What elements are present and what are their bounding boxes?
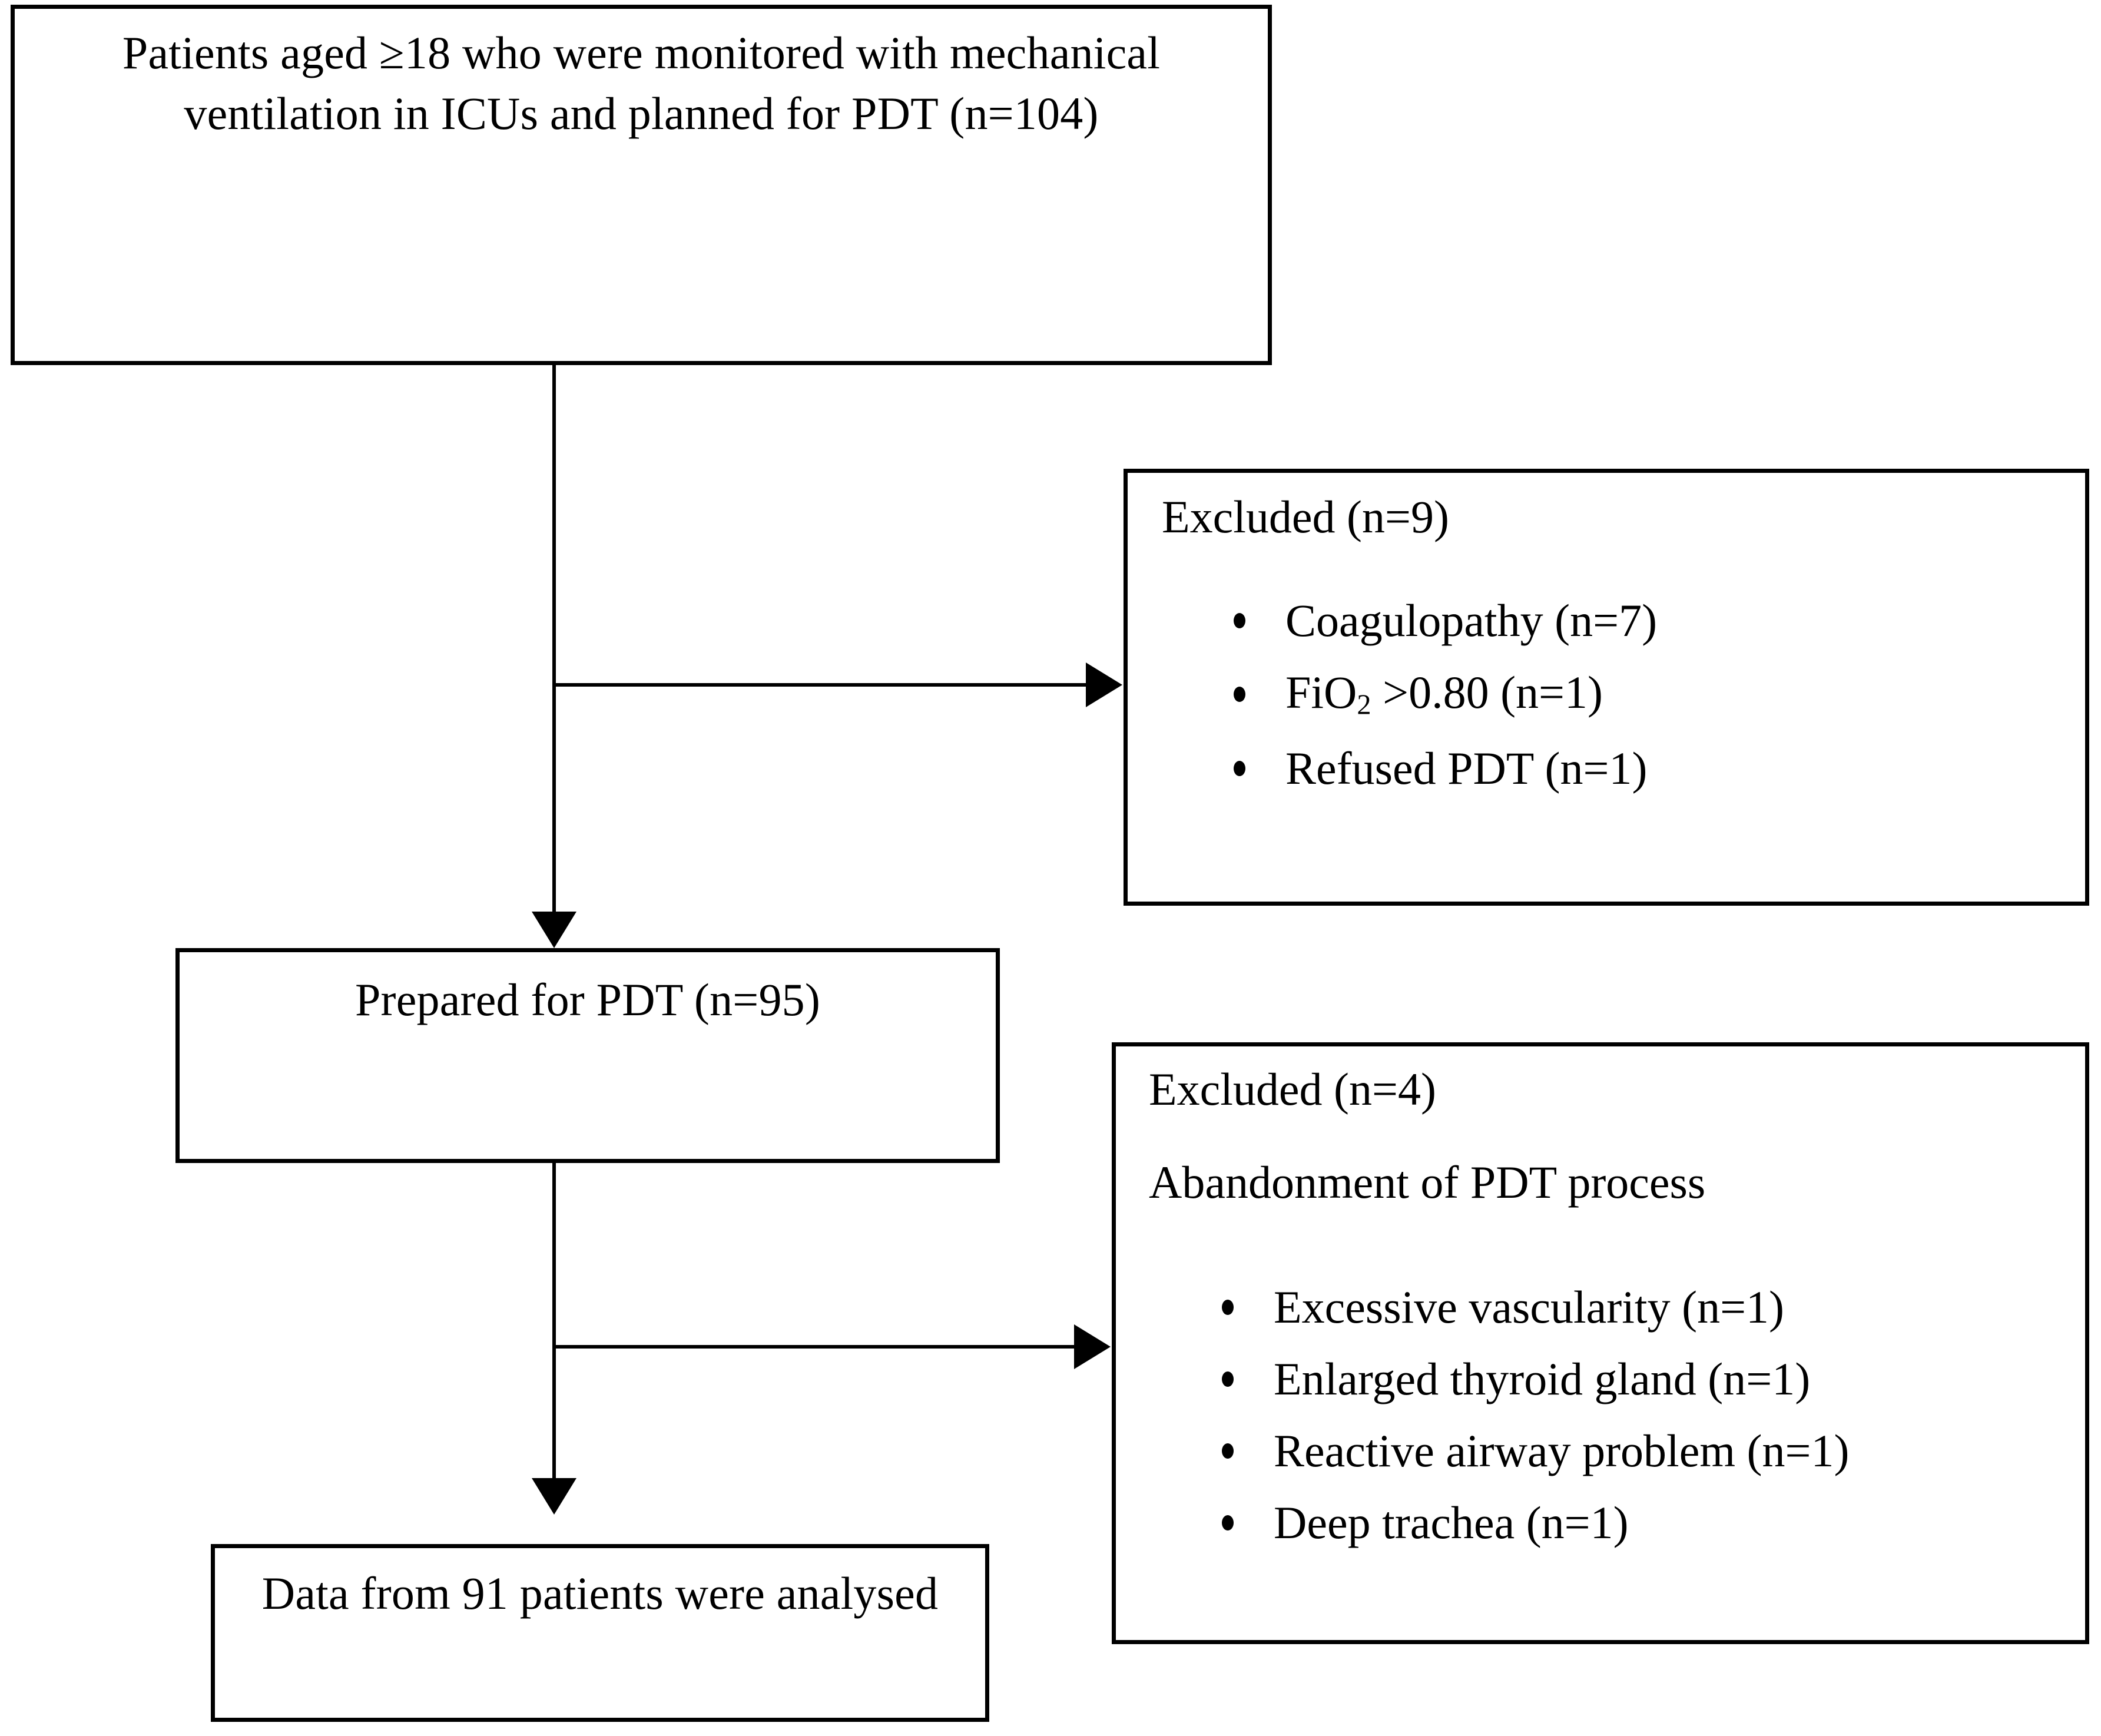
excluded-1-item-label: Refused PDT (n=1)	[1285, 742, 1648, 794]
bullet-icon	[1234, 613, 1245, 628]
excluded-1-box: Excluded (n=9) Coagulopathy (n=7) FiO2 >…	[1124, 469, 2089, 906]
excluded-1-item-label-suffix: >0.80 (n=1)	[1371, 667, 1603, 718]
connector-prepared-to-analysed-arrowhead	[532, 1478, 576, 1515]
excluded-1-item-label-subscript: 2	[1357, 689, 1371, 721]
node-enrolled-box: Patients aged ≥18 who were monitored wit…	[11, 5, 1272, 365]
excluded-2-item-label: Deep trachea (n=1)	[1274, 1497, 1629, 1548]
connector-prepared-to-excluded2-line	[552, 1345, 1075, 1349]
list-item: Enlarged thyroid gland (n=1)	[1222, 1353, 1849, 1404]
list-item: Coagulopathy (n=7)	[1234, 595, 1658, 646]
node-prepared-box: Prepared for PDT (n=95)	[175, 948, 1000, 1163]
excluded-1-item-label: Coagulopathy (n=7)	[1285, 595, 1658, 646]
bullet-icon	[1234, 760, 1245, 776]
excluded-2-item-label: Reactive airway problem (n=1)	[1274, 1425, 1850, 1476]
connector-enrolled-to-excluded1-line	[552, 683, 1087, 687]
excluded-2-header: Excluded (n=4)	[1149, 1064, 1436, 1115]
excluded-2-item-label: Enlarged thyroid gland (n=1)	[1274, 1353, 1811, 1404]
bullet-icon	[1234, 687, 1245, 703]
list-item: Deep trachea (n=1)	[1222, 1497, 1849, 1548]
bullet-icon	[1222, 1515, 1234, 1530]
node-prepared-label: Prepared for PDT (n=95)	[354, 974, 821, 1025]
connector-prepared-to-analysed-line	[552, 1161, 556, 1483]
bullet-icon	[1222, 1443, 1234, 1459]
excluded-2-subheader: Abandonment of PDT process	[1149, 1157, 1706, 1208]
list-item: FiO2 >0.80 (n=1)	[1234, 667, 1657, 721]
excluded-2-box: Excluded (n=4) Abandonment of PDT proces…	[1112, 1042, 2089, 1644]
excluded-2-item-label: Excessive vascularity (n=1)	[1274, 1281, 1785, 1333]
excluded-2-list: Excessive vascularity (n=1) Enlarged thy…	[1204, 1284, 1849, 1546]
list-item: Excessive vascularity (n=1)	[1222, 1281, 1849, 1333]
excluded-1-header: Excluded (n=9)	[1162, 491, 1449, 542]
connector-enrolled-to-excluded1-arrowhead	[1086, 662, 1122, 707]
connector-enrolled-to-prepared-arrowhead	[532, 912, 576, 948]
node-analysed-box: Data from 91 patients were analysed	[211, 1544, 989, 1722]
list-item: Reactive airway problem (n=1)	[1222, 1425, 1850, 1476]
node-enrolled-label: Patients aged ≥18 who were monitored wit…	[122, 27, 1161, 139]
bullet-icon	[1222, 1300, 1234, 1315]
bullet-icon	[1222, 1371, 1234, 1387]
node-analysed-label: Data from 91 patients were analysed	[261, 1568, 939, 1619]
connector-prepared-to-excluded2-arrowhead	[1074, 1324, 1111, 1369]
excluded-1-item-label-prefix: FiO	[1285, 667, 1357, 718]
list-item: Refused PDT (n=1)	[1234, 742, 1657, 794]
excluded-1-list: Coagulopathy (n=7) FiO2 >0.80 (n=1) Refu…	[1216, 598, 1657, 791]
connector-enrolled-to-prepared-line	[552, 363, 556, 916]
